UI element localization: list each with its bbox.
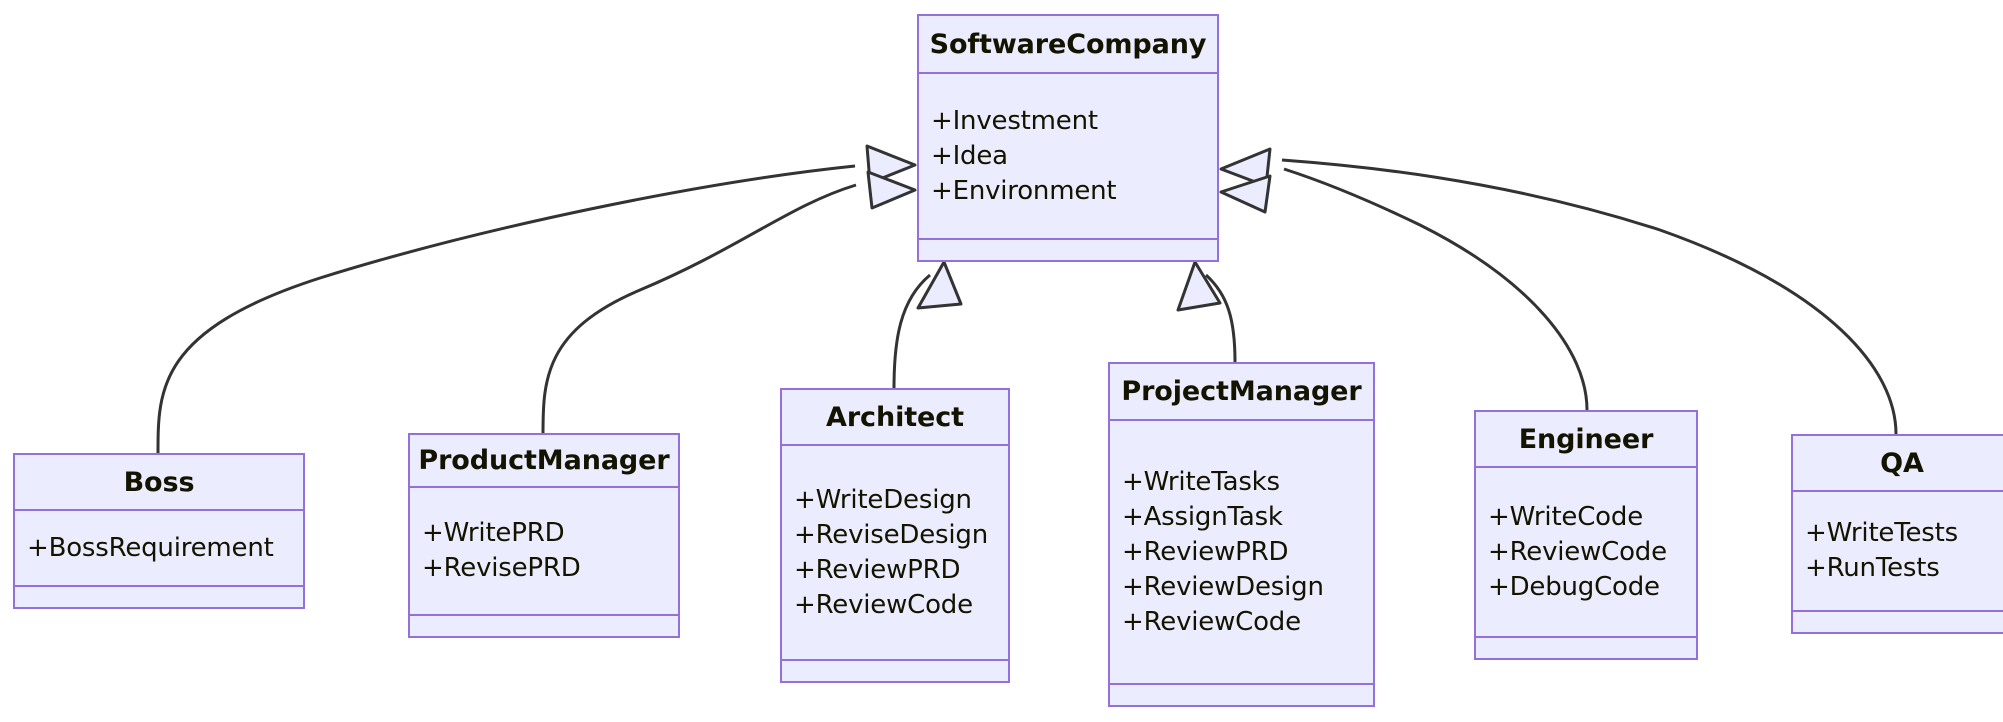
class-member: +WriteTests <box>1805 518 1958 548</box>
class-members-softwarecompany: +Investment +Idea +Environment <box>919 74 1217 240</box>
class-members-qa: +WriteTests +RunTests <box>1793 492 2003 612</box>
class-node-architect[interactable]: Architect +WriteDesign +ReviseDesign +Re… <box>780 388 1010 683</box>
class-methods-architect <box>782 661 1008 681</box>
edge-projectmanager-to-softwarecompany <box>1204 273 1237 363</box>
edge-boss-to-softwarecompany <box>156 164 856 454</box>
inheritance-arrowhead-engineer <box>1219 147 1272 188</box>
class-members-architect: +WriteDesign +ReviseDesign +ReviewPRD +R… <box>782 446 1008 661</box>
class-member: +ReviewPRD <box>794 554 961 585</box>
class-member: +ReviewCode <box>794 589 973 620</box>
class-title-softwarecompany: SoftwareCompany <box>919 16 1217 74</box>
class-members-projectmanager: +WriteTasks +AssignTask +ReviewPRD +Revi… <box>1110 421 1373 685</box>
class-member: +ReviewCode <box>1122 606 1301 637</box>
class-member: +AssignTask <box>1122 501 1283 532</box>
class-member: +ReviewCode <box>1488 536 1667 567</box>
class-member: +WriteTasks <box>1122 466 1280 497</box>
class-node-boss[interactable]: Boss +BossRequirement <box>13 453 305 609</box>
class-node-productmanager[interactable]: ProductManager +WritePRD +RevisePRD <box>408 433 680 638</box>
inheritance-arrowhead-productmanager <box>866 170 917 210</box>
class-title-productmanager: ProductManager <box>410 435 678 488</box>
class-members-productmanager: +WritePRD +RevisePRD <box>410 488 678 616</box>
class-member: +BossRequirement <box>27 532 274 563</box>
edge-architect-to-softwarecompany <box>892 273 931 389</box>
class-member: +RunTests <box>1805 553 1940 583</box>
class-member: +ReviewPRD <box>1122 536 1289 567</box>
class-title-boss: Boss <box>15 455 303 511</box>
class-node-qa[interactable]: QA +WriteTests +RunTests <box>1791 434 2003 634</box>
class-node-projectmanager[interactable]: ProjectManager +WriteTasks +AssignTask +… <box>1108 362 1375 707</box>
class-methods-productmanager <box>410 616 678 636</box>
class-node-engineer[interactable]: Engineer +WriteCode +ReviewCode +DebugCo… <box>1474 410 1698 660</box>
class-member: +WritePRD <box>422 518 565 548</box>
class-member: +DebugCode <box>1488 571 1660 602</box>
class-methods-qa <box>1793 612 2003 632</box>
class-members-boss: +BossRequirement <box>15 511 303 587</box>
class-node-softwarecompany[interactable]: SoftwareCompany +Investment +Idea +Envir… <box>917 14 1219 262</box>
class-methods-boss <box>15 587 303 607</box>
class-methods-engineer <box>1476 638 1696 658</box>
class-title-qa: QA <box>1793 436 2003 492</box>
inheritance-arrowhead-projectmanager <box>1176 260 1222 312</box>
class-member: +Investment <box>931 105 1098 136</box>
inheritance-arrowhead-architect <box>916 260 963 310</box>
class-member: +Idea <box>931 140 1008 171</box>
inheritance-arrowhead-boss <box>865 144 917 185</box>
class-methods-softwarecompany <box>919 240 1217 260</box>
inheritance-arrowhead-qa <box>1219 174 1272 214</box>
class-member: +ReviewDesign <box>1122 571 1324 602</box>
class-title-engineer: Engineer <box>1476 412 1696 468</box>
class-member: +RevisePRD <box>422 553 581 583</box>
class-title-architect: Architect <box>782 390 1008 446</box>
class-title-projectmanager: ProjectManager <box>1110 364 1373 421</box>
class-members-engineer: +WriteCode +ReviewCode +DebugCode <box>1476 468 1696 638</box>
class-member: +Environment <box>931 175 1117 206</box>
class-methods-projectmanager <box>1110 685 1373 705</box>
class-member: +WriteCode <box>1488 501 1643 532</box>
class-member: +WriteDesign <box>794 484 972 515</box>
class-member: +ReviseDesign <box>794 519 988 550</box>
